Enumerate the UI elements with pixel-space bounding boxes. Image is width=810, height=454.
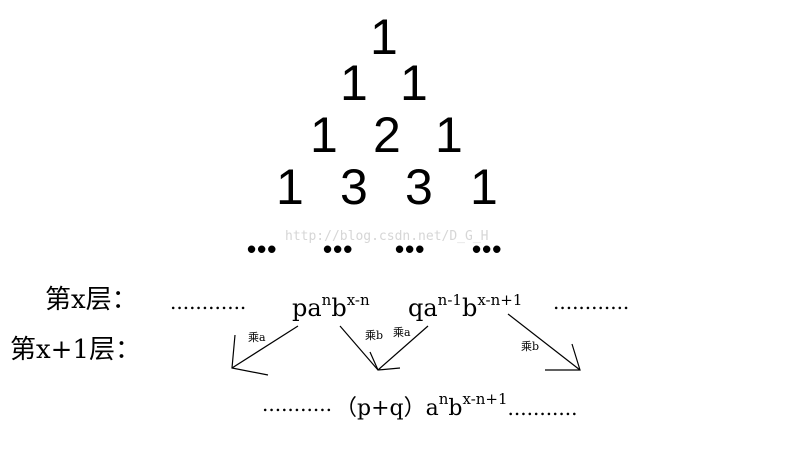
layer-x1-exp-a: n (438, 390, 449, 408)
triangle-row3-num1: 1 (310, 107, 338, 163)
continuation-dots-1: ••• (247, 234, 278, 264)
arrow-left-head (231, 334, 269, 376)
layer-x-right-dots: ............ (553, 290, 630, 314)
watermark: http://blog.csdn.net/D_G_H (285, 229, 489, 244)
layer-x1-right-dots: ........... (507, 396, 578, 420)
triangle-row2-num2: 1 (400, 55, 428, 111)
term2-exp-a: n-1 (437, 291, 462, 309)
triangle-row4-num1: 1 (276, 159, 304, 215)
layer-x1-b: b (448, 396, 463, 421)
triangle-row4-num3: 3 (405, 159, 433, 215)
term1-exp-a: n (321, 291, 332, 309)
arrow-label-right: 乘b (521, 340, 540, 353)
layer-x1-expression: （p+q）anbx-n+1........... (335, 392, 577, 420)
term2-coef: qa (408, 294, 438, 322)
term1-exp-b: x-n (346, 291, 370, 309)
layer-x-label: 第x层： (45, 285, 138, 315)
arrow-right-head (545, 343, 581, 371)
layer-x-left-dots: ............ (170, 290, 247, 314)
triangle-row3-num3: 1 (435, 107, 463, 163)
arrow-label-mid-a: 乘a (393, 326, 411, 339)
layer-x1-label: 第x+1层： (10, 335, 141, 365)
layer-x1-left-dots: ........... (262, 392, 332, 416)
term1-b: b (331, 294, 347, 322)
arrow-label-mid-b: 乘b (365, 329, 384, 342)
arrow-mid-a-shaft (377, 325, 429, 371)
arrow-label-left: 乘a (248, 331, 266, 344)
layer-x1-exp-b: x-n+1 (462, 390, 508, 408)
continuation-dots-3: ••• (395, 234, 426, 264)
triangle-row2-num1: 1 (340, 55, 368, 111)
layer-x-term1: panbx-n (292, 291, 370, 322)
continuation-dots-4: ••• (472, 234, 503, 264)
term2-b: b (461, 294, 478, 322)
term1-coef: pa (292, 294, 322, 322)
triangle-row4-num2: 3 (340, 159, 368, 215)
arrow-mid-head (369, 351, 401, 371)
layer-x1-a: a (425, 396, 439, 421)
arrow-right-shaft (507, 313, 581, 371)
layer-x-term2: qan-1bx-n+1 (408, 291, 523, 322)
term2-exp-b: x-n+1 (477, 291, 523, 309)
continuation-dots-2: ••• (323, 234, 354, 264)
layer-x1-prefix: （p+q） (335, 396, 426, 421)
triangle-row3-num2: 2 (373, 107, 401, 163)
arrow-mid-b-shaft (339, 325, 379, 371)
triangle-row4-num4: 1 (470, 159, 498, 215)
triangle-row1-num1: 1 (370, 9, 398, 65)
arrow-left-shaft (231, 325, 299, 369)
